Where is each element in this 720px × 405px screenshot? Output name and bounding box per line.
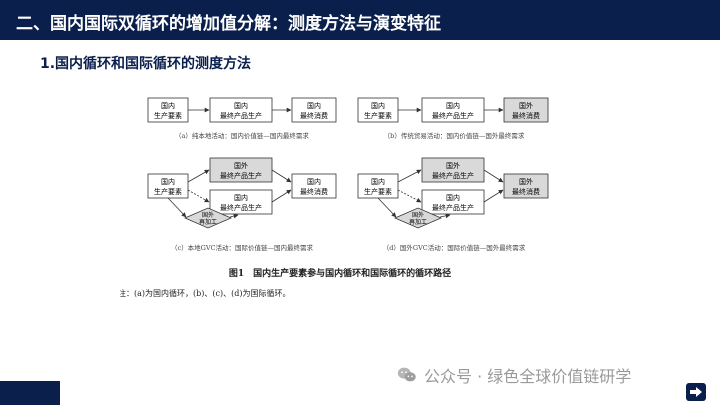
svg-text:最终消费: 最终消费 [300,111,328,120]
circulation-figure: 国内 生产要素 国内 最终产品生产 国内 最终消费 （a）纯本地活动：国内价值链… [118,90,560,305]
svg-text:国外: 国外 [446,161,460,170]
caption-c: （c）本地GVC活动：国际价值链—国内最终需求 [171,243,314,252]
svg-text:国外: 国外 [519,177,533,186]
svg-text:国外: 国外 [234,161,248,170]
svg-text:最终产品生产: 最终产品生产 [220,171,262,180]
panel-b: 国内 生产要素 国内 最终产品生产 国外 最终消费 （b）传统贸易活动：国内价值… [357,97,549,140]
svg-text:国内: 国内 [371,101,385,110]
svg-text:国内: 国内 [234,193,248,202]
svg-text:最终产品生产: 最终产品生产 [220,203,262,212]
svg-text:国外: 国外 [519,101,533,110]
svg-text:国内: 国内 [234,101,248,110]
svg-text:最终消费: 最终消费 [512,187,540,196]
caption-d: （d）国外GVC活动：国际价值链—国外最终需求 [383,243,526,252]
caption-b: （b）传统贸易活动：国内价值链—国外最终需求 [384,131,525,140]
wechat-icon [397,367,416,382]
caption-a: （a）纯本地活动：国内价值链—国内最终需求 [175,131,309,140]
svg-text:最终消费: 最终消费 [512,111,540,120]
box-a-factor-l2: 生产要素 [154,111,182,120]
figure-title: 图1 国内生产要素参与国内循环和国际循环的循环路径 [229,267,451,279]
svg-text:国内: 国内 [371,177,385,186]
svg-text:再加工: 再加工 [409,218,427,226]
svg-text:生产要素: 生产要素 [364,187,392,196]
svg-text:最终产品生产: 最终产品生产 [220,111,262,120]
svg-text:国内: 国内 [446,101,460,110]
flow-diagram: 国内 生产要素 国内 最终产品生产 国内 最终消费 （a）纯本地活动：国内价值链… [118,97,549,298]
svg-text:再加工: 再加工 [199,218,217,226]
page-title: 二、国内国际双循环的增加值分解：测度方法与演变特征 [16,14,441,34]
svg-text:国外: 国外 [202,211,214,219]
arrow-right-icon [690,387,702,397]
panel-d: 国内 生产要素 国外 最终产品生产 国内 最终产品生产 国外 最终消费 国外 再… [357,157,549,252]
svg-text:生产要素: 生产要素 [154,187,182,196]
svg-text:最终消费: 最终消费 [300,187,328,196]
svg-text:最终产品生产: 最终产品生产 [432,171,474,180]
panel-a: 国内 生产要素 国内 最终产品生产 国内 最终消费 （a）纯本地活动：国内价值链… [147,97,337,140]
header-bar: 二、国内国际双循环的增加值分解：测度方法与演变特征 [0,0,720,40]
section-title: 1.国内循环和国际循环的测度方法 [40,56,252,72]
svg-text:国外: 国外 [412,211,424,219]
svg-text:国内: 国内 [161,177,175,186]
svg-text:最终产品生产: 最终产品生产 [432,203,474,212]
next-slide-button[interactable] [686,383,706,401]
panel-c: 国内 生产要素 国外 最终产品生产 国内 最终产品生产 国内 最终消费 国外 再… [147,157,337,252]
watermark-text: 公众号 · 绿色全球价值链研学 [424,367,632,386]
svg-text:国内: 国内 [307,101,321,110]
svg-text:国内: 国内 [446,193,460,202]
box-a-factor-l1: 国内 [161,101,175,110]
footer-bar [0,381,60,405]
svg-text:最终产品生产: 最终产品生产 [432,111,474,120]
watermark: 公众号 · 绿色全球价值链研学 [396,362,631,388]
figure-note: 注：(a)为国内循环，(b)、(c)、(d)为国际循环。 [120,288,290,298]
svg-text:生产要素: 生产要素 [364,111,392,120]
svg-text:国内: 国内 [307,177,321,186]
